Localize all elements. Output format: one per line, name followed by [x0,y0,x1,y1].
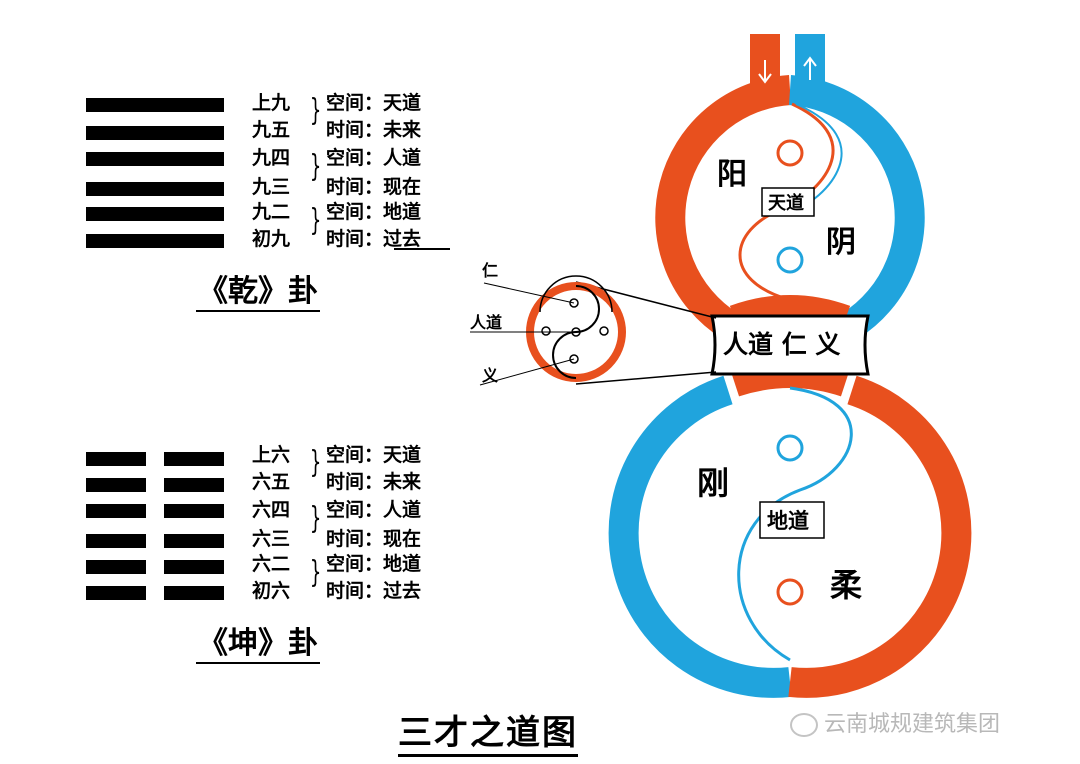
yao-desc: 空间：天道 [326,92,422,114]
yao-label: 九四 [252,147,291,169]
underline [394,248,450,250]
yao-desc: 空间：人道 [326,147,422,169]
top-blue-arc [788,75,925,339]
yao-label: 初六 [252,580,291,602]
bottom-red-arc [788,375,972,698]
inset-circle [470,275,626,386]
brace: } [309,93,322,128]
yao-desc: 时间：过去 [326,580,422,602]
kun-title: 《坤》卦 [196,626,320,664]
gang-label: 刚 [697,464,729,502]
yao-label: 初九 [252,228,291,250]
top-red-arc [655,75,792,339]
brace: } [309,555,322,590]
inset-ren-label: 仁 [482,261,498,280]
yao-desc: 时间：过去 [326,228,422,250]
middle-band [710,314,870,376]
yao-label: 六五 [252,471,291,493]
yao-desc: 时间：现在 [326,528,422,550]
yao-desc: 时间：未来 [326,119,422,141]
top-red-dot [776,139,804,167]
yao-desc: 空间：地道 [326,553,422,575]
watermark-text: 云南城规建筑集团 [824,712,1001,737]
yao-desc: 时间：未来 [326,471,422,493]
yao-label: 六三 [252,528,291,550]
bottom-s-curve [737,386,853,662]
bottom-blue-arc [608,375,792,698]
bottom-circle [608,362,972,698]
yang-label: 阳 [717,157,747,192]
inset-rendao-label: 人道 [470,313,502,332]
brace: } [309,445,322,480]
watermark: 云南城规建筑集团 [790,706,1000,738]
yao-label: 六二 [252,553,291,575]
kun-hexagram: 上六 六五 六四 六三 六二 初六 } } } 空间：天道 时间：未来 空间：人… [86,444,446,614]
middle-label-box [710,314,870,376]
brace: } [309,203,322,238]
bottom-red-dot [776,578,804,606]
qian-title: 《乾》卦 [196,274,320,312]
tiandao-label: 天道 [768,192,804,214]
middle-label: 人道 仁 义 [723,330,840,359]
wechat-icon [790,713,818,737]
yao-label: 上九 [252,92,291,114]
inset-yi-label: 义 [482,366,498,385]
yao-desc: 时间：现在 [326,176,422,198]
yao-label: 上六 [252,444,291,466]
bottom-top-band [730,362,850,397]
yao-desc: 空间：人道 [326,499,422,521]
yin-label: 阴 [826,225,856,260]
yao-label: 九五 [252,119,291,141]
main-title: 三才之道图 [398,712,578,757]
didao-label: 地道 [767,509,809,533]
yao-label: 九三 [252,176,291,198]
yao-desc: 空间：地道 [326,201,422,223]
brace: } [309,501,322,536]
top-circle [655,34,925,339]
brace: } [309,149,322,184]
qian-hexagram: 上九 九五 九四 九三 九二 初九 } } } 空间：天道 时间：未来 空间：人… [86,92,450,262]
yao-label: 六四 [252,499,291,521]
yao-desc: 空间：天道 [326,444,422,466]
top-blue-dot [776,246,804,274]
bottom-blue-dot [776,434,804,462]
rou-label: 柔 [830,566,862,604]
yao-label: 九二 [252,201,291,223]
